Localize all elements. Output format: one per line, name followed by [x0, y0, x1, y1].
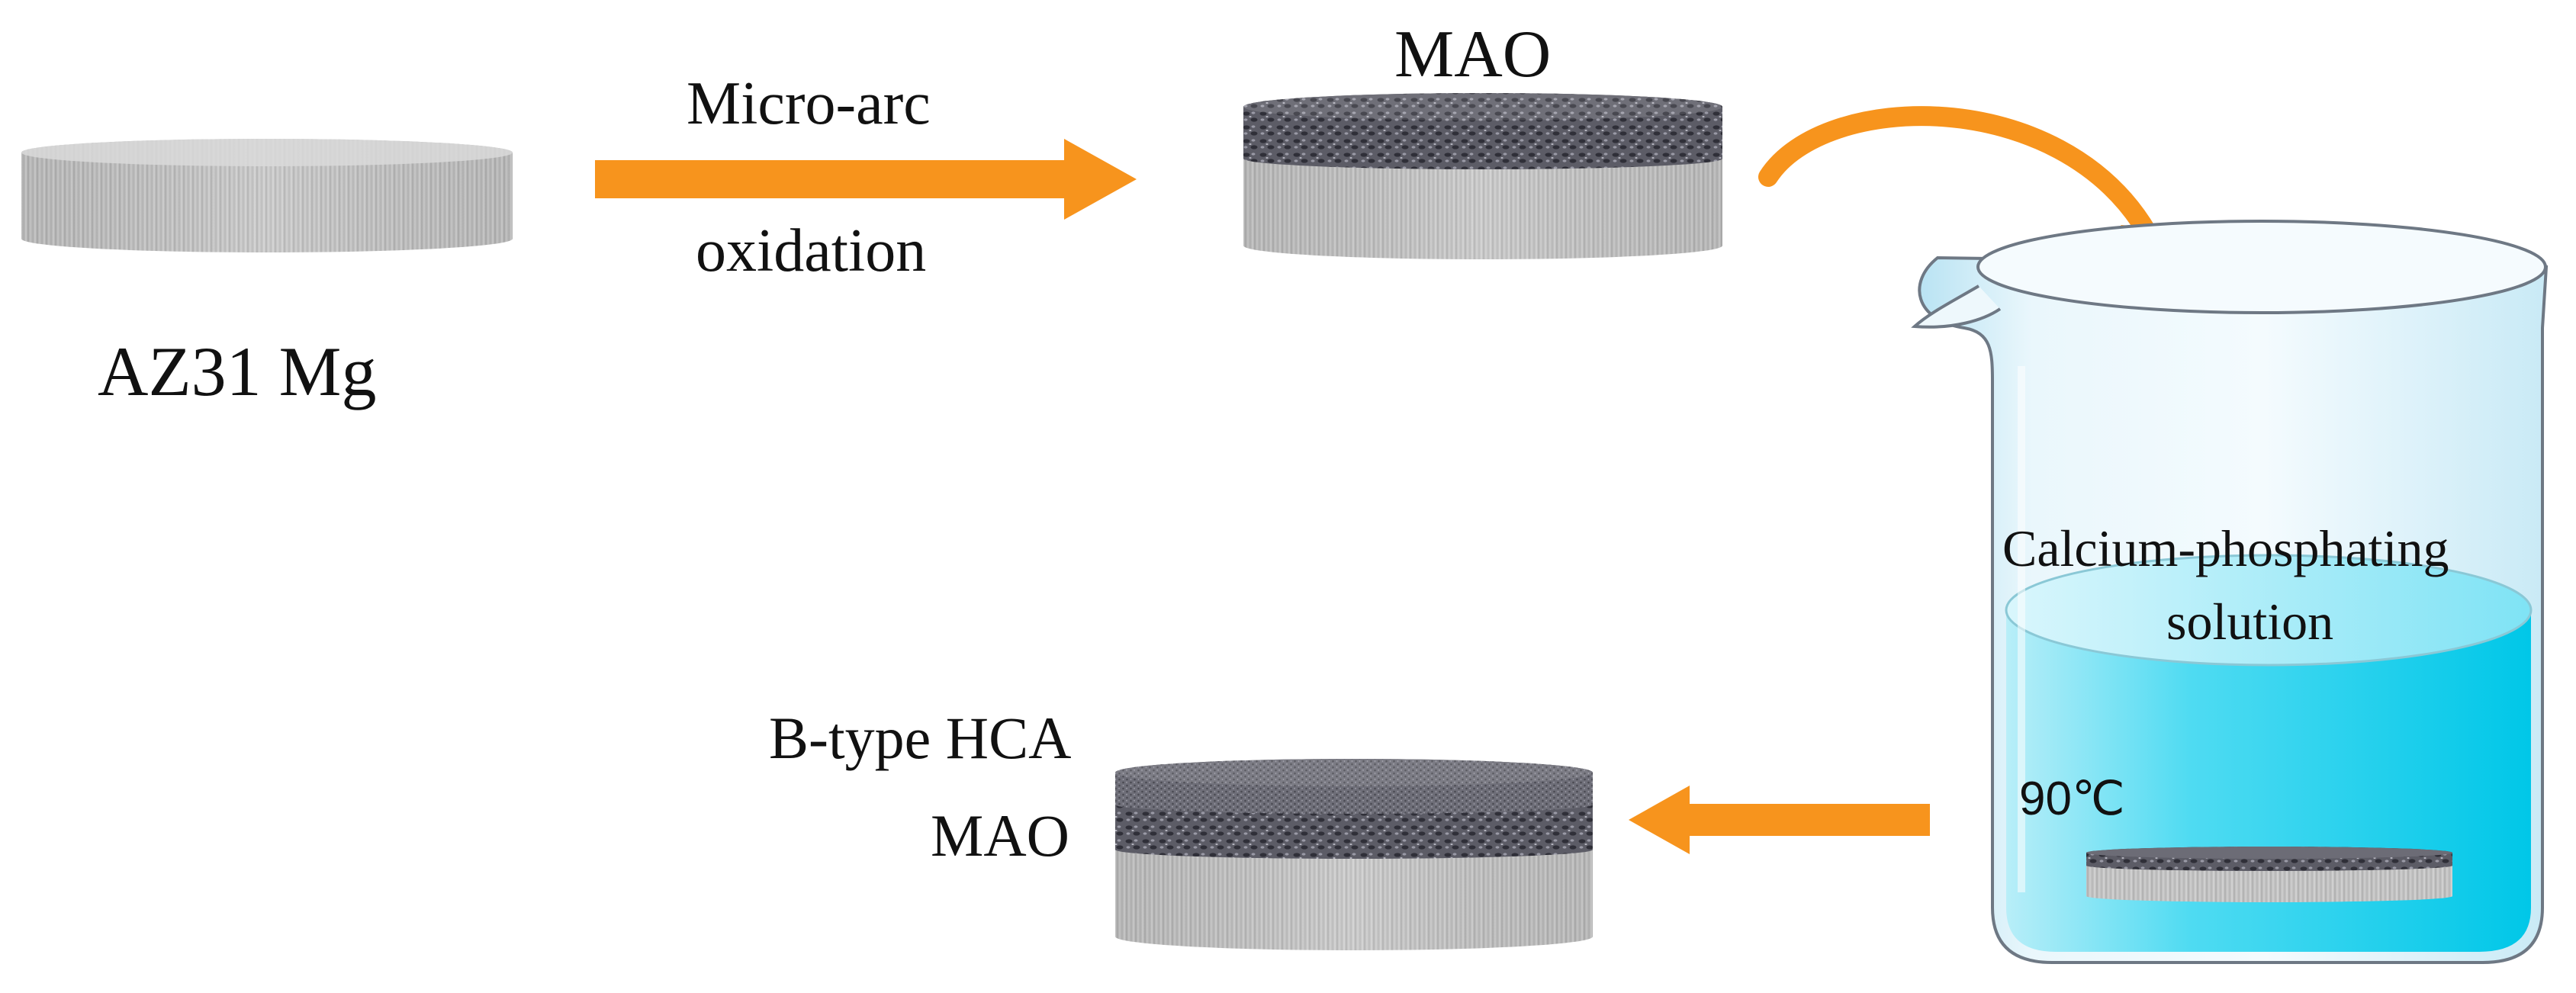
- curved-arrow-icon: [1758, 106, 2157, 243]
- solution-label-line1: Calcium-phosphating: [2002, 519, 2449, 577]
- az31-label: AZ31 Mg: [98, 333, 376, 410]
- sample-disk-icon: [2086, 847, 2452, 902]
- oxidation-label: oxidation: [696, 217, 926, 284]
- mao-bottom-label: MAO: [931, 802, 1069, 869]
- mao-top-label: MAO: [1394, 18, 1551, 92]
- beaker-icon: [1911, 220, 2549, 964]
- mao-disk-icon: [1243, 93, 1722, 259]
- coated-disk-icon: [1115, 759, 1593, 950]
- az31-disk-icon: [21, 139, 513, 252]
- temperature-label: 90℃: [2019, 773, 2125, 825]
- arrow-icon: [595, 139, 1137, 220]
- micro-arc-label: Micro-arc: [687, 70, 931, 137]
- solution-label-line2: solution: [2166, 593, 2333, 651]
- return-arrow-icon: [1629, 786, 1930, 854]
- btype-hca-label: B-type HCA: [769, 705, 1071, 771]
